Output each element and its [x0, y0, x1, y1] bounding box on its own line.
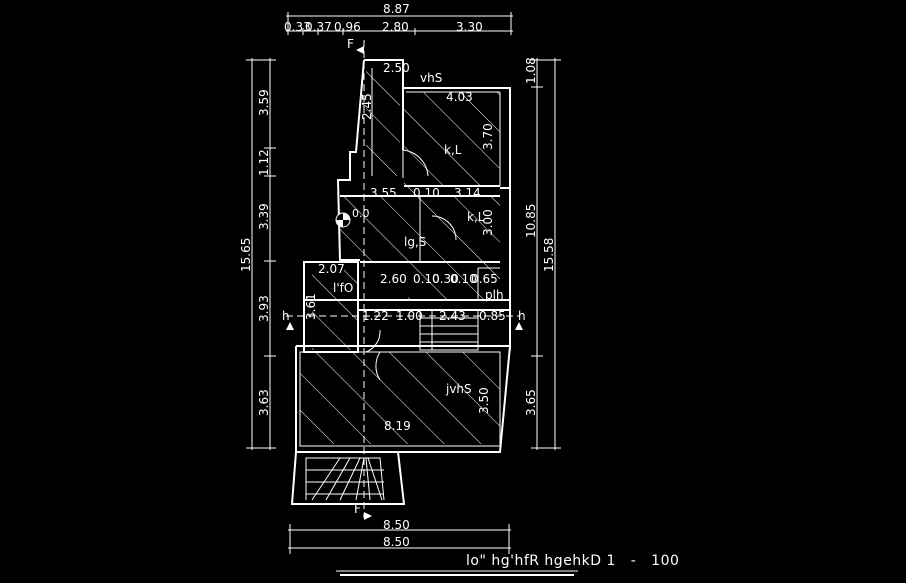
- top-overall-dimension: 8.87: [383, 2, 410, 16]
- inner-dim-4-03: 4.03: [446, 90, 473, 104]
- top-dim-2-80: 2.80: [382, 20, 409, 34]
- section-marker-bottom: F: [354, 502, 361, 516]
- right-dim-10-85: 10.85: [524, 204, 538, 238]
- inner-dim-2-50: 2.50: [383, 61, 410, 75]
- top-dim-0-96: 0.96: [334, 20, 361, 34]
- inner-dim-2-07: 2.07: [318, 262, 345, 276]
- inner-dim-0-10-c: 0.10: [450, 272, 477, 286]
- right-dim-1-08: 1.08: [524, 57, 538, 84]
- right-dim-3-65: 3.65: [524, 389, 538, 416]
- right-dimension-chain: 1.08 10.85 3.65 15.58: [524, 57, 561, 450]
- inner-dim-3-55: 3.55: [370, 186, 397, 200]
- top-dim-3-30: 3.30: [456, 20, 483, 34]
- room-label-kl-upper: k,L: [444, 143, 462, 157]
- inner-dim-0-65: 0.65: [471, 272, 498, 286]
- drawing-title-block: lo" hg'hfR hgehkD 1 - 100: [336, 553, 679, 576]
- inner-dim-0-85: 0.85: [479, 309, 506, 323]
- inner-dim-3-14: 3.14: [454, 186, 481, 200]
- section-marker-left: h: [282, 309, 290, 323]
- bottom-dimension-chain: 8.50 8.50: [288, 518, 511, 554]
- room-labels: vhS k,L k,L lg,S l'fO plh jvhS: [333, 71, 504, 396]
- inner-dim-1-00: 1.00: [396, 309, 423, 323]
- inner-dim-2-45: 2.45: [360, 93, 374, 120]
- room-label-lfo: l'fO: [333, 281, 353, 295]
- section-marker-right: h: [518, 309, 526, 323]
- entrance-steps: [290, 451, 406, 505]
- inner-dim-2-43: 2.43: [439, 309, 466, 323]
- left-dim-3-59: 3.59: [257, 89, 271, 116]
- left-dim-3-63: 3.63: [257, 389, 271, 416]
- left-overall-dimension: 15.65: [239, 238, 253, 272]
- section-lines: F F h h: [282, 37, 526, 520]
- inner-dim-1-22: 1.22: [362, 309, 389, 323]
- left-dim-1-12: 1.12: [257, 149, 271, 176]
- section-marker-top: F: [347, 37, 354, 51]
- left-dim-3-39: 3.39: [257, 203, 271, 230]
- top-dimension-chain: 8.87 0.33 0.37 0.96 2.80 3.30: [284, 2, 513, 35]
- top-dim-0-33: 0.33: [284, 20, 311, 34]
- stairs: [419, 309, 479, 351]
- room-label-vhs: vhS: [420, 71, 442, 85]
- top-dim-0-37: 0.37: [305, 20, 332, 34]
- left-dim-3-93: 3.93: [257, 295, 271, 322]
- room-label-lgs: lg,S: [404, 235, 426, 249]
- inner-dim-0-10-b: 0.10: [413, 272, 440, 286]
- room-label-plh: plh: [485, 288, 504, 302]
- inner-dim-3-61: 3.61: [304, 293, 318, 320]
- inner-dim-8-19: 8.19: [384, 419, 411, 433]
- inner-dim-3-50: 3.50: [477, 387, 491, 414]
- left-dimension-chain: 15.65 3.59 1.12 3.39 3.93 3.63: [239, 58, 276, 450]
- inner-dim-0-30: 0.30: [432, 272, 459, 286]
- building-walls: [295, 59, 512, 453]
- bottom-dim-8-50-b: 8.50: [383, 535, 410, 549]
- inner-dim-3-70: 3.70: [481, 123, 495, 150]
- inner-dimensions: 2.50 4.03 2.45 3.70 3.55 0.10 3.14 3.00 …: [304, 61, 506, 433]
- door-swings: [365, 149, 457, 381]
- room-label-jvhs: jvhS: [445, 382, 472, 396]
- level-mark: 0.0: [335, 207, 370, 228]
- bottom-dim-8-50-a: 8.50: [383, 518, 410, 532]
- inner-dim-2-60: 2.60: [380, 272, 407, 286]
- drawing-title: lo" hg'hfR hgehkD 1 - 100: [466, 553, 679, 569]
- inner-dim-3-00: 3.00: [481, 209, 495, 236]
- inner-dim-0-10-a: 0.10: [413, 186, 440, 200]
- room-label-kl-lower: k,L: [467, 210, 485, 224]
- right-overall-dimension: 15.58: [542, 238, 556, 272]
- level-mark-value: 0.0: [352, 207, 370, 220]
